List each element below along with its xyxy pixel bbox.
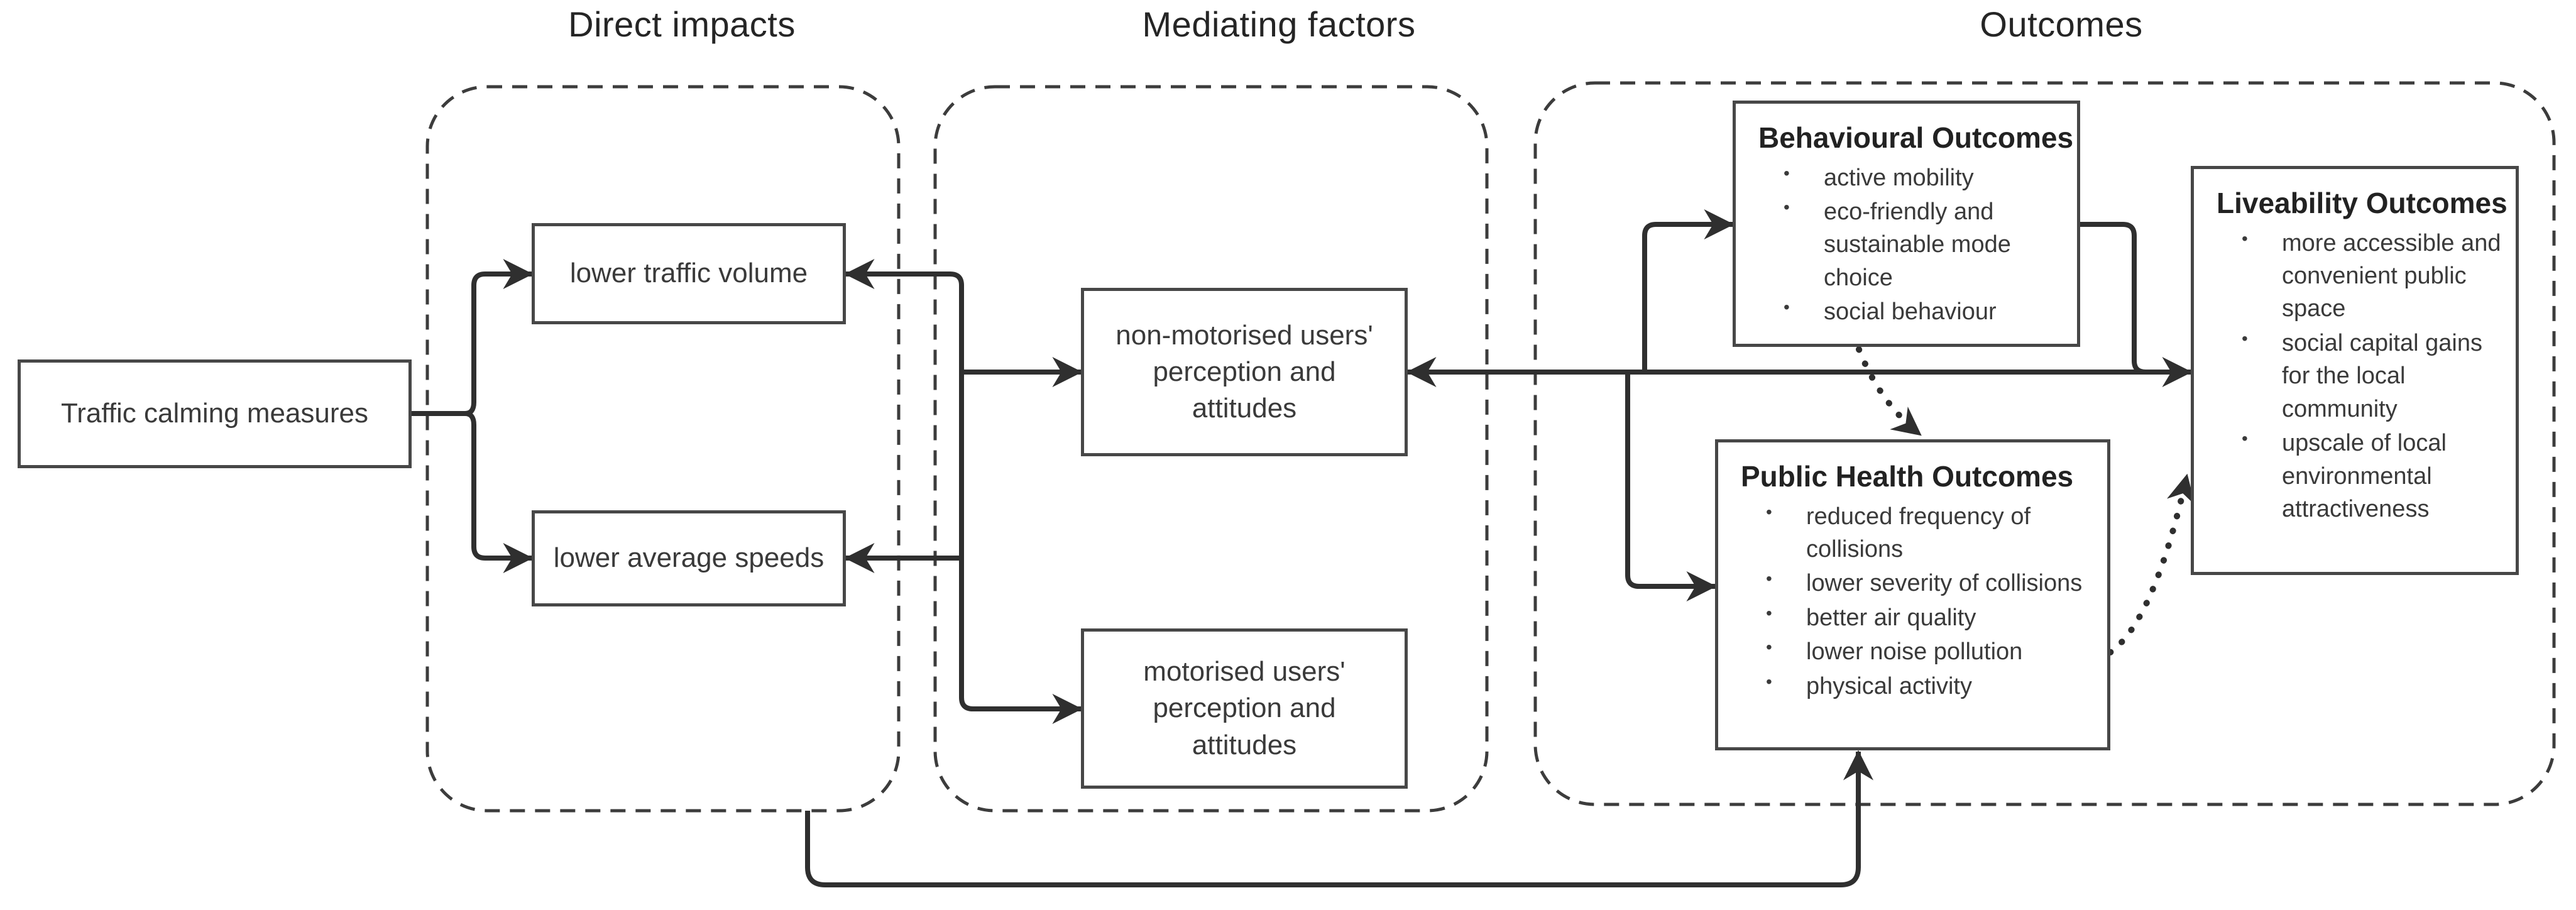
edge-behavioural-merge-to-liveability [2080, 222, 2146, 375]
edge-web-to-behavioural [1642, 209, 1735, 372]
bullet-item: lower noise pollution [1766, 635, 2095, 668]
bullet-item: reduced frequency of collisions [1766, 500, 2095, 566]
section-title-direct-impacts: Direct impacts [568, 4, 796, 44]
bullet-item: lower severity of collisions [1766, 567, 2095, 600]
node-label: lower traffic volume [569, 258, 808, 289]
node-public-health-outcomes: Public Health Outcomes reduced frequency… [1715, 439, 2110, 750]
box-title: Public Health Outcomes [1741, 460, 2074, 493]
bullet-item: more accessible and convenient public sp… [2242, 227, 2503, 326]
box-title: Behavioural Outcomes [1758, 121, 2074, 154]
node-behavioural-outcomes: Behavioural Outcomes active mobilityeco-… [1733, 101, 2080, 347]
group-mediating-factors [933, 85, 1489, 813]
bullet-item: upscale of local environmental attractiv… [2242, 427, 2503, 525]
node-liveability-outcomes: Liveability Outcomes more accessible and… [2191, 166, 2519, 575]
node-label: Traffic calming measures [60, 398, 369, 429]
edge-web-to-public-health [1625, 372, 1717, 601]
group-outcomes [1533, 81, 2556, 806]
bullet-list: reduced frequency of collisionslower sev… [1718, 500, 2095, 703]
edge-behavioural-dotted-to-public-health [1856, 346, 1924, 438]
section-title-outcomes: Outcomes [1980, 4, 2143, 44]
node-motorised-users: motorised users' perception and attitude… [1081, 628, 1408, 789]
bullet-list: active mobilityeco-friendly and sustaina… [1736, 162, 2064, 329]
node-traffic-calming-measures: Traffic calming measures [18, 359, 412, 468]
node-non-motorised-users: non-motorised users' perception and atti… [1081, 288, 1408, 456]
edge-direct-impacts-feedback-to-public-health [805, 750, 1873, 887]
section-title-mediating-factors: Mediating factors [1142, 4, 1416, 44]
bullet-item: active mobility [1784, 162, 2037, 194]
node-label: motorised users' perception and attitude… [1143, 656, 1346, 760]
edge-tcm-to-lower-traffic-volume [464, 259, 534, 416]
node-lower-average-speeds: lower average speeds [532, 510, 846, 606]
bullet-item: better air quality [1766, 601, 2095, 634]
bullet-item: eco-friendly and sustainable mode choice [1784, 195, 2037, 294]
bullet-item: social capital gains for the local commu… [2242, 327, 2503, 425]
bullet-list: more accessible and convenient public sp… [2194, 227, 2503, 526]
node-label: lower average speeds [553, 542, 825, 574]
edge-tcm-to-lower-average-speeds [464, 411, 534, 573]
node-lower-traffic-volume: lower traffic volume [532, 223, 846, 324]
group-direct-impacts [425, 85, 901, 813]
node-label: non-motorised users' perception and atti… [1115, 319, 1373, 424]
edge-public-health-dotted-to-liveability [2107, 472, 2195, 655]
edge-trunk-volume-to-motorised [844, 259, 1083, 724]
box-title: Liveability Outcomes [2217, 187, 2507, 219]
bullet-item: physical activity [1766, 670, 2095, 703]
bullet-item: social behaviour [1784, 295, 2037, 328]
